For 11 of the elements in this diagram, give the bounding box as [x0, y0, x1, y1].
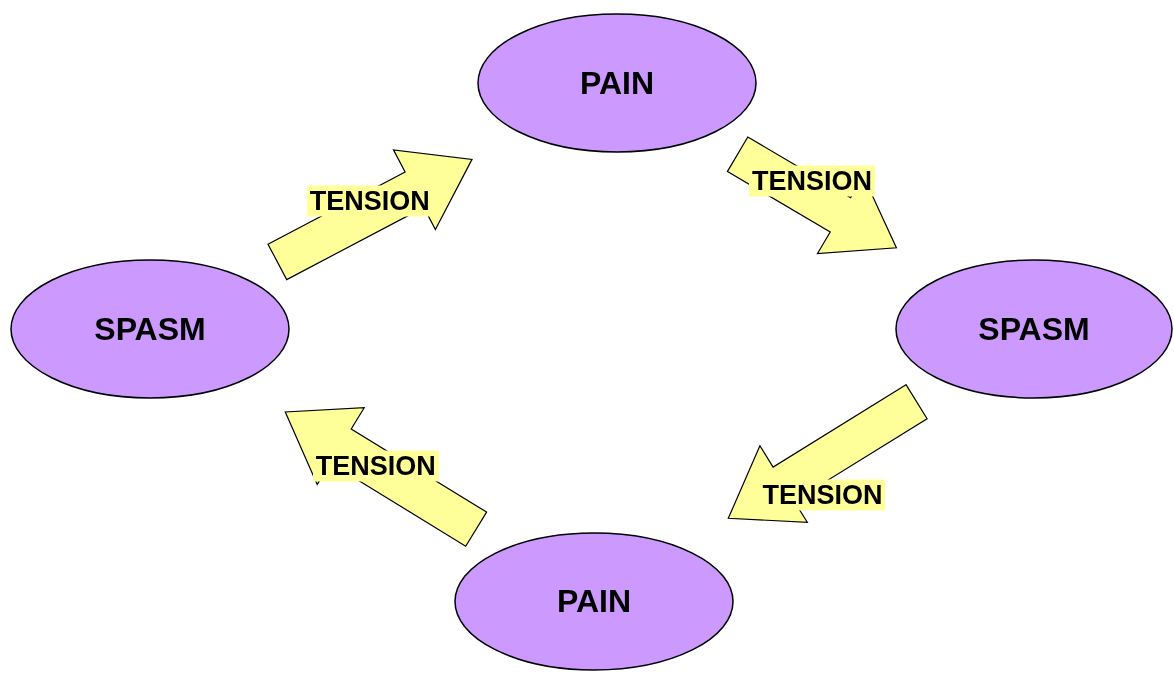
- node-label: SPASM: [978, 310, 1090, 348]
- edge-label: TENSION: [749, 165, 875, 197]
- node-label: PAIN: [556, 583, 632, 620]
- ellipse-node: [895, 259, 1173, 399]
- edge-label: TENSION: [759, 479, 886, 511]
- edge-label: TENSION: [312, 450, 439, 482]
- node-label: PAIN: [579, 64, 655, 102]
- ellipse-node: [10, 259, 290, 399]
- ellipse-node: [477, 13, 757, 153]
- ellipse-node: [454, 532, 734, 671]
- node-label: SPASM: [94, 310, 206, 348]
